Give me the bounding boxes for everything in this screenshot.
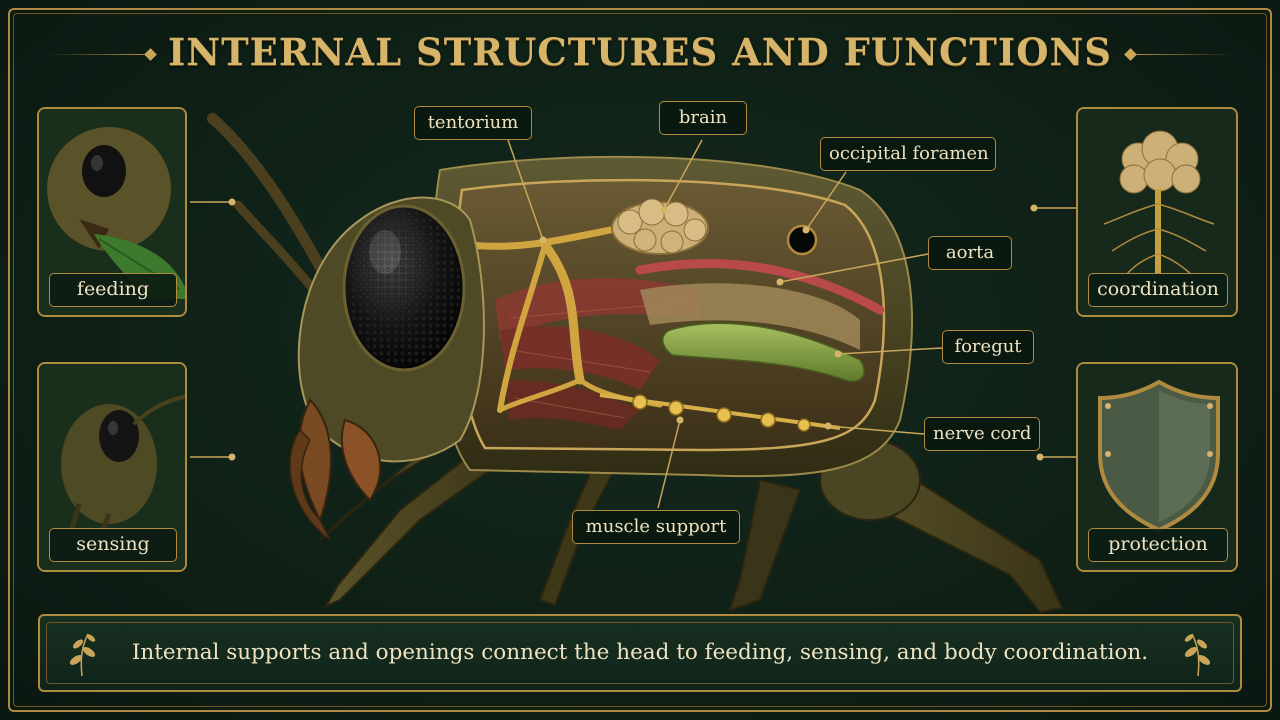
tentorium-struts	[466, 226, 663, 413]
antenna-shapes	[206, 112, 336, 305]
page-title: INTERNAL STRUCTURES AND FUNCTIONS	[167, 30, 1113, 74]
sensing-panel: sensing	[37, 362, 187, 572]
laurel-sprig-left-icon	[69, 633, 96, 677]
tentorium-label: tentorium	[414, 106, 532, 140]
caption-banner-inner	[46, 622, 1234, 684]
leader-endpoints	[228, 198, 1044, 461]
occipital-foramen-opening	[786, 224, 818, 256]
coordination-panel: coordination	[1076, 107, 1238, 317]
foregut-label: foregut	[942, 330, 1034, 364]
protection-label: protection	[1088, 528, 1228, 562]
aorta-vessel	[635, 259, 885, 315]
protection-panel: protection	[1076, 362, 1238, 572]
nerve-cord-label: nerve cord	[924, 417, 1040, 451]
occipital-foramen-label: occipital foramen	[820, 137, 996, 171]
outer-border	[8, 8, 1272, 712]
brain-label: brain	[659, 101, 747, 135]
brain-mass	[611, 198, 709, 255]
tissue-layer	[640, 283, 860, 350]
coordination-label: coordination	[1088, 273, 1228, 307]
feeding-label: feeding	[49, 273, 177, 307]
feeding-panel: feeding	[37, 107, 187, 317]
title-rule-left	[46, 54, 146, 55]
caption-text: Internal supports and openings connect t…	[131, 640, 1149, 665]
nerve-cord-chain	[599, 393, 841, 432]
laurel-sprig-right-icon	[1184, 633, 1211, 677]
title-rule-right	[1136, 54, 1236, 55]
mouthparts	[289, 398, 382, 541]
aorta-label: aorta	[928, 236, 1012, 270]
caption-banner: Internal supports and openings connect t…	[38, 614, 1242, 692]
leader-lines	[190, 139, 1076, 509]
inner-border	[13, 13, 1267, 707]
foregut-tube	[662, 322, 865, 382]
muscle-support-label: muscle support	[572, 510, 740, 544]
sensing-label: sensing	[49, 528, 177, 562]
